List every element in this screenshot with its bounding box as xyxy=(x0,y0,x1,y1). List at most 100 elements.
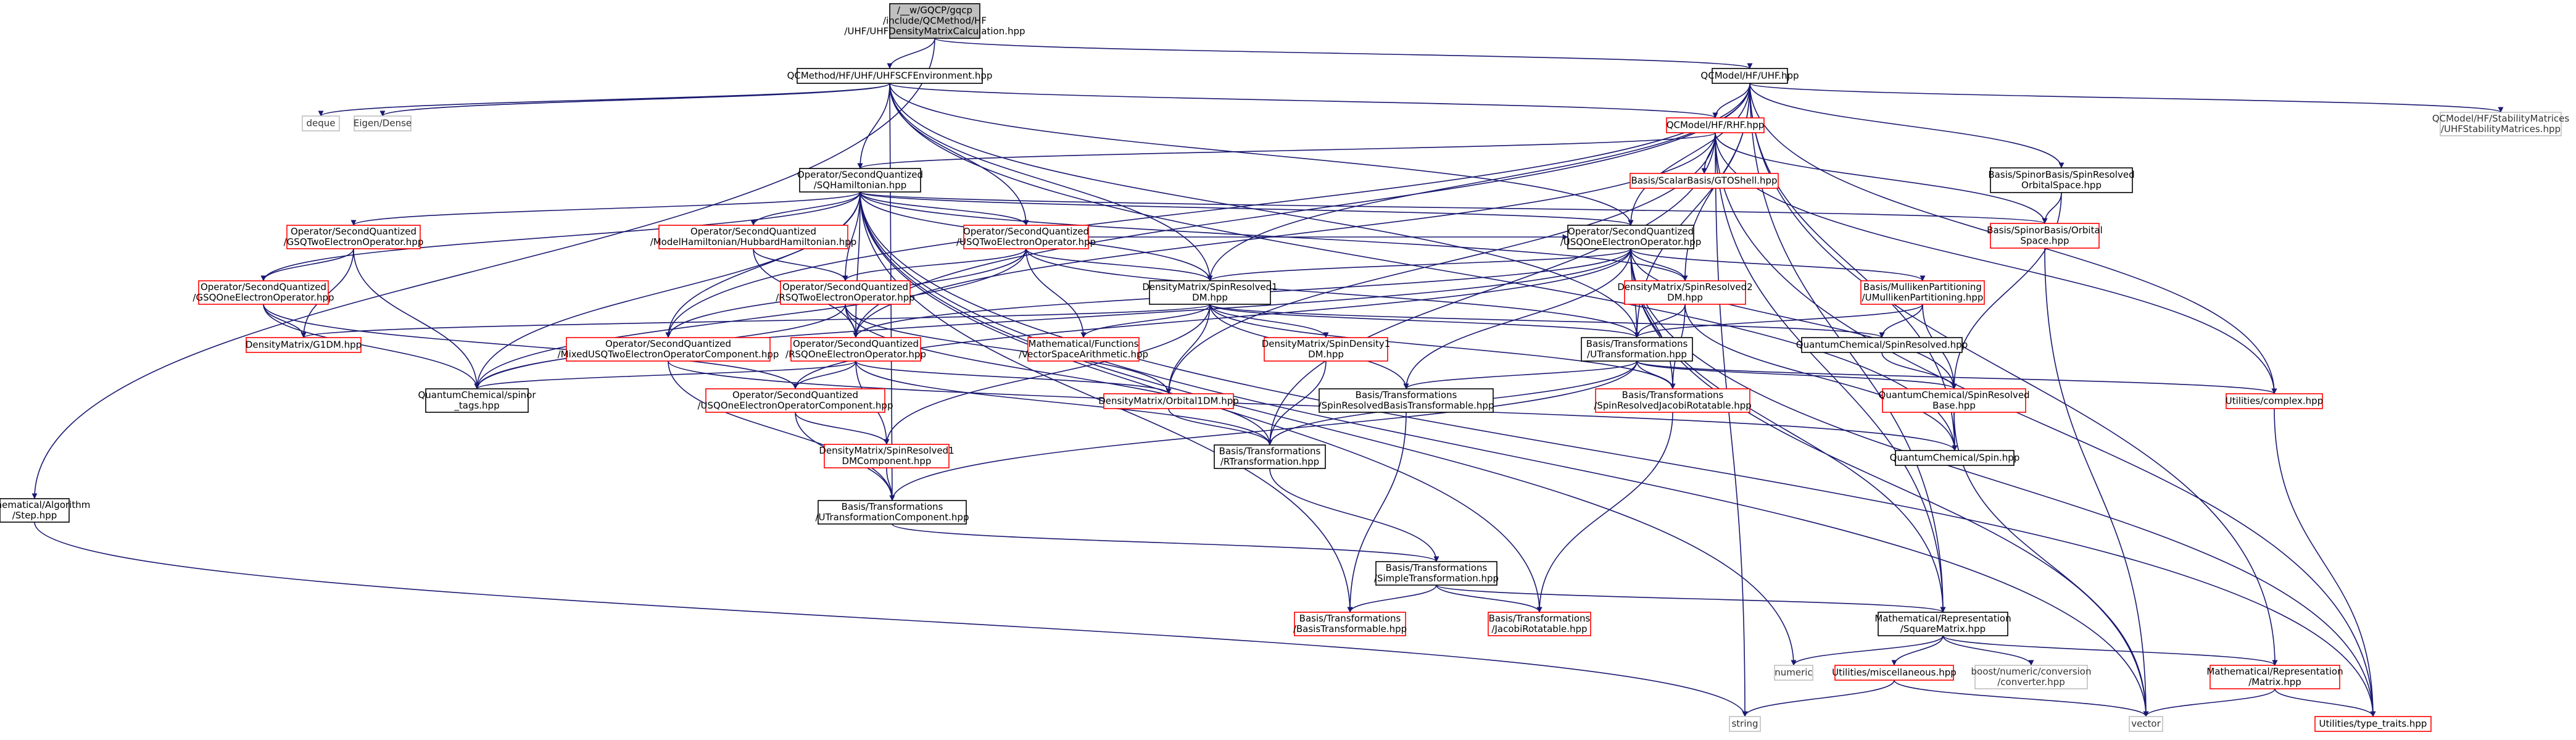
node-label: Utilities/complex.hpp xyxy=(2226,396,2323,407)
node-root[interactable]: /__w/GQCP/gqcp/include/QCMethod/HF/UHF/U… xyxy=(844,3,1025,39)
dependency-edge xyxy=(350,191,861,226)
node-label: /Step.hpp xyxy=(12,510,57,521)
node-typetraits[interactable]: Utilities/type_traits.hpp xyxy=(2314,716,2432,732)
dependency-edge xyxy=(889,83,1634,226)
node-rtrans[interactable]: Basis/Transformations/RTransformation.hp… xyxy=(1214,444,1326,469)
node-label: Operator/SecondQuantized xyxy=(201,281,326,293)
node-label: /UTransformationComponent.hpp xyxy=(816,512,969,523)
dependency-edge xyxy=(859,191,2149,717)
dependency-edge xyxy=(1209,304,1676,389)
node-box xyxy=(286,225,421,249)
node-mulliken[interactable]: Basis/MullikenPartitioning/UMullikenPart… xyxy=(1860,280,1985,305)
dependency-edge xyxy=(1267,360,1327,446)
node-mixedusq[interactable]: Operator/SecondQuantized/MixedUSQTwoElec… xyxy=(558,337,779,362)
node-label: boost/numeric/conversion xyxy=(1971,666,2092,677)
dependency-edge xyxy=(857,132,1716,169)
node-qcspin[interactable]: QuantumChemical/Spin.hpp xyxy=(1890,450,2020,466)
node-box xyxy=(1294,612,1406,636)
node-label: QCModel/HF/RHF.hpp xyxy=(1667,120,1765,131)
node-g1dm[interactable]: DensityMatrix/G1DM.hpp xyxy=(246,337,362,353)
dependency-edge xyxy=(1636,360,2277,394)
node-label: Operator/SecondQuantized xyxy=(732,389,858,401)
dependency-edge xyxy=(1267,132,1716,446)
node-sqham[interactable]: Operator/SecondQuantized/SQHamiltonian.h… xyxy=(797,168,923,193)
node-utrans[interactable]: Basis/Transformations/UTransformation.hp… xyxy=(1581,337,1693,362)
dependency-edge xyxy=(889,83,1718,118)
node-spinresorb[interactable]: Basis/SpinorBasis/SpinResolvedOrbitalSpa… xyxy=(1988,167,2135,193)
header-nodes: /__w/GQCP/gqcp/include/QCMethod/HF/UHF/U… xyxy=(0,3,2569,732)
dependency-edge xyxy=(1715,132,2048,224)
node-label: _tags.hpp xyxy=(453,400,499,412)
dependency-edge xyxy=(1536,412,1673,613)
node-srjacobi[interactable]: Basis/Transformations/SpinResolvedJacobi… xyxy=(1594,388,1752,413)
node-label: /USQTwoElectronOperator.hpp xyxy=(956,236,1096,247)
dependency-edge xyxy=(1634,304,1923,338)
node-srdm1comp[interactable]: DensityMatrix/SpinResolved1DMComponent.h… xyxy=(819,444,955,468)
node-label: string xyxy=(1731,718,1758,730)
node-complex[interactable]: Utilities/complex.hpp xyxy=(2226,393,2323,409)
node-label: DensityMatrix/SpinResolved1 xyxy=(819,445,954,456)
node-matrix[interactable]: Mathematical/Representation/Matrix.hpp xyxy=(2206,665,2343,689)
node-label: vector xyxy=(2131,718,2161,730)
node-label: /USQOneElectronOperator.hpp xyxy=(1560,236,1702,247)
node-box xyxy=(1595,388,1750,413)
node-label: DensityMatrix/SpinDensity1 xyxy=(1262,338,1391,349)
node-rhf[interactable]: QCModel/HF/RHF.hpp xyxy=(1666,117,1765,133)
node-srbasistrans[interactable]: Basis/Transformations/SpinResolvedBasisT… xyxy=(1319,388,1494,413)
node-qcspinres[interactable]: QuantumChemical/SpinResolved.hpp xyxy=(1796,337,1968,353)
node-box xyxy=(790,337,921,362)
node-hubbard[interactable]: Operator/SecondQuantized/ModelHamiltonia… xyxy=(650,225,857,249)
node-gsqtwo[interactable]: Operator/SecondQuantized/GSQTwoElectronO… xyxy=(284,225,424,249)
node-rsqone[interactable]: Operator/SecondQuantized/RSQOneElectronO… xyxy=(785,337,926,362)
dependency-edge xyxy=(1636,360,1957,389)
node-vecspace[interactable]: Mathematical/Functions/VectorSpaceArithm… xyxy=(1019,337,1148,362)
dependency-edge xyxy=(859,191,1634,226)
node-label: /RSQOneElectronOperator.hpp xyxy=(785,349,926,360)
node-box xyxy=(1567,225,1694,249)
node-box xyxy=(1834,665,1954,681)
node-squarematrix[interactable]: Mathematical/Representation/SquareMatrix… xyxy=(1874,612,2011,636)
node-box xyxy=(705,388,885,413)
node-box xyxy=(1974,665,2088,689)
node-jacobirot[interactable]: Basis/Transformations/JacobiRotatable.hp… xyxy=(1488,612,1591,636)
node-label: /SpinResolvedBasisTransformable.hpp xyxy=(1319,400,1494,411)
dependency-edge xyxy=(842,248,1027,281)
node-label: Operator/SecondQuantized xyxy=(782,281,908,293)
node-label: DM.hpp xyxy=(1308,349,1344,360)
dependency-edge xyxy=(1894,680,2149,717)
node-gsqone[interactable]: Operator/SecondQuantized/GSQOneElectronO… xyxy=(193,280,334,305)
dependency-edge xyxy=(1166,304,1211,394)
node-basistrans[interactable]: Basis/Transformations/BasisTransformable… xyxy=(1293,612,1407,636)
node-uhfscfenv[interactable]: QCMethod/HF/UHF/UHFSCFEnvironment.hpp xyxy=(787,68,993,84)
node-label: /RTransformation.hpp xyxy=(1220,456,1319,467)
node-gto[interactable]: Basis/ScalarBasis/GTOShell.hpp xyxy=(1630,173,1779,189)
node-spinortags[interactable]: QuantumChemical/spinor_tags.hpp xyxy=(418,388,536,413)
node-box xyxy=(2440,112,2562,136)
node-box xyxy=(658,225,848,249)
node-usqonecomp[interactable]: Operator/SecondQuantized/USQOneElectronO… xyxy=(698,388,893,413)
node-usqone[interactable]: Operator/SecondQuantized/USQOneElectronO… xyxy=(1560,225,1702,249)
node-orbspace[interactable]: Basis/SpinorBasis/OrbitalSpace.hpp xyxy=(1987,223,2103,249)
node-uhf[interactable]: QCModel/HF/UHF.hpp xyxy=(1700,68,1799,84)
node-box xyxy=(1882,388,2026,413)
dependency-edge xyxy=(1742,680,1895,717)
node-step[interactable]: Mathematical/Algorithm/Step.hpp xyxy=(0,498,90,523)
dependency-edge xyxy=(1953,412,2149,717)
node-misc[interactable]: Utilities/miscellaneous.hpp xyxy=(1832,665,1957,681)
node-usqtwo[interactable]: Operator/SecondQuantized/USQTwoElectronO… xyxy=(956,225,1096,249)
node-box xyxy=(1666,117,1765,133)
dependency-edge xyxy=(887,38,935,69)
dependency-edge xyxy=(792,248,1631,389)
node-orb1dm[interactable]: DensityMatrix/Orbital1DM.hpp xyxy=(1098,393,1239,409)
node-utranscomp[interactable]: Basis/Transformations/UTransformationCom… xyxy=(816,500,969,525)
dependency-edge xyxy=(889,83,1640,338)
dependency-edge xyxy=(1209,304,1640,338)
dependency-edge xyxy=(1347,584,1437,613)
node-simpletrans[interactable]: Basis/Transformations/SimpleTransformati… xyxy=(1374,561,1499,586)
node-rsqtwo[interactable]: Operator/SecondQuantized/RSQTwoElectronO… xyxy=(776,280,915,305)
